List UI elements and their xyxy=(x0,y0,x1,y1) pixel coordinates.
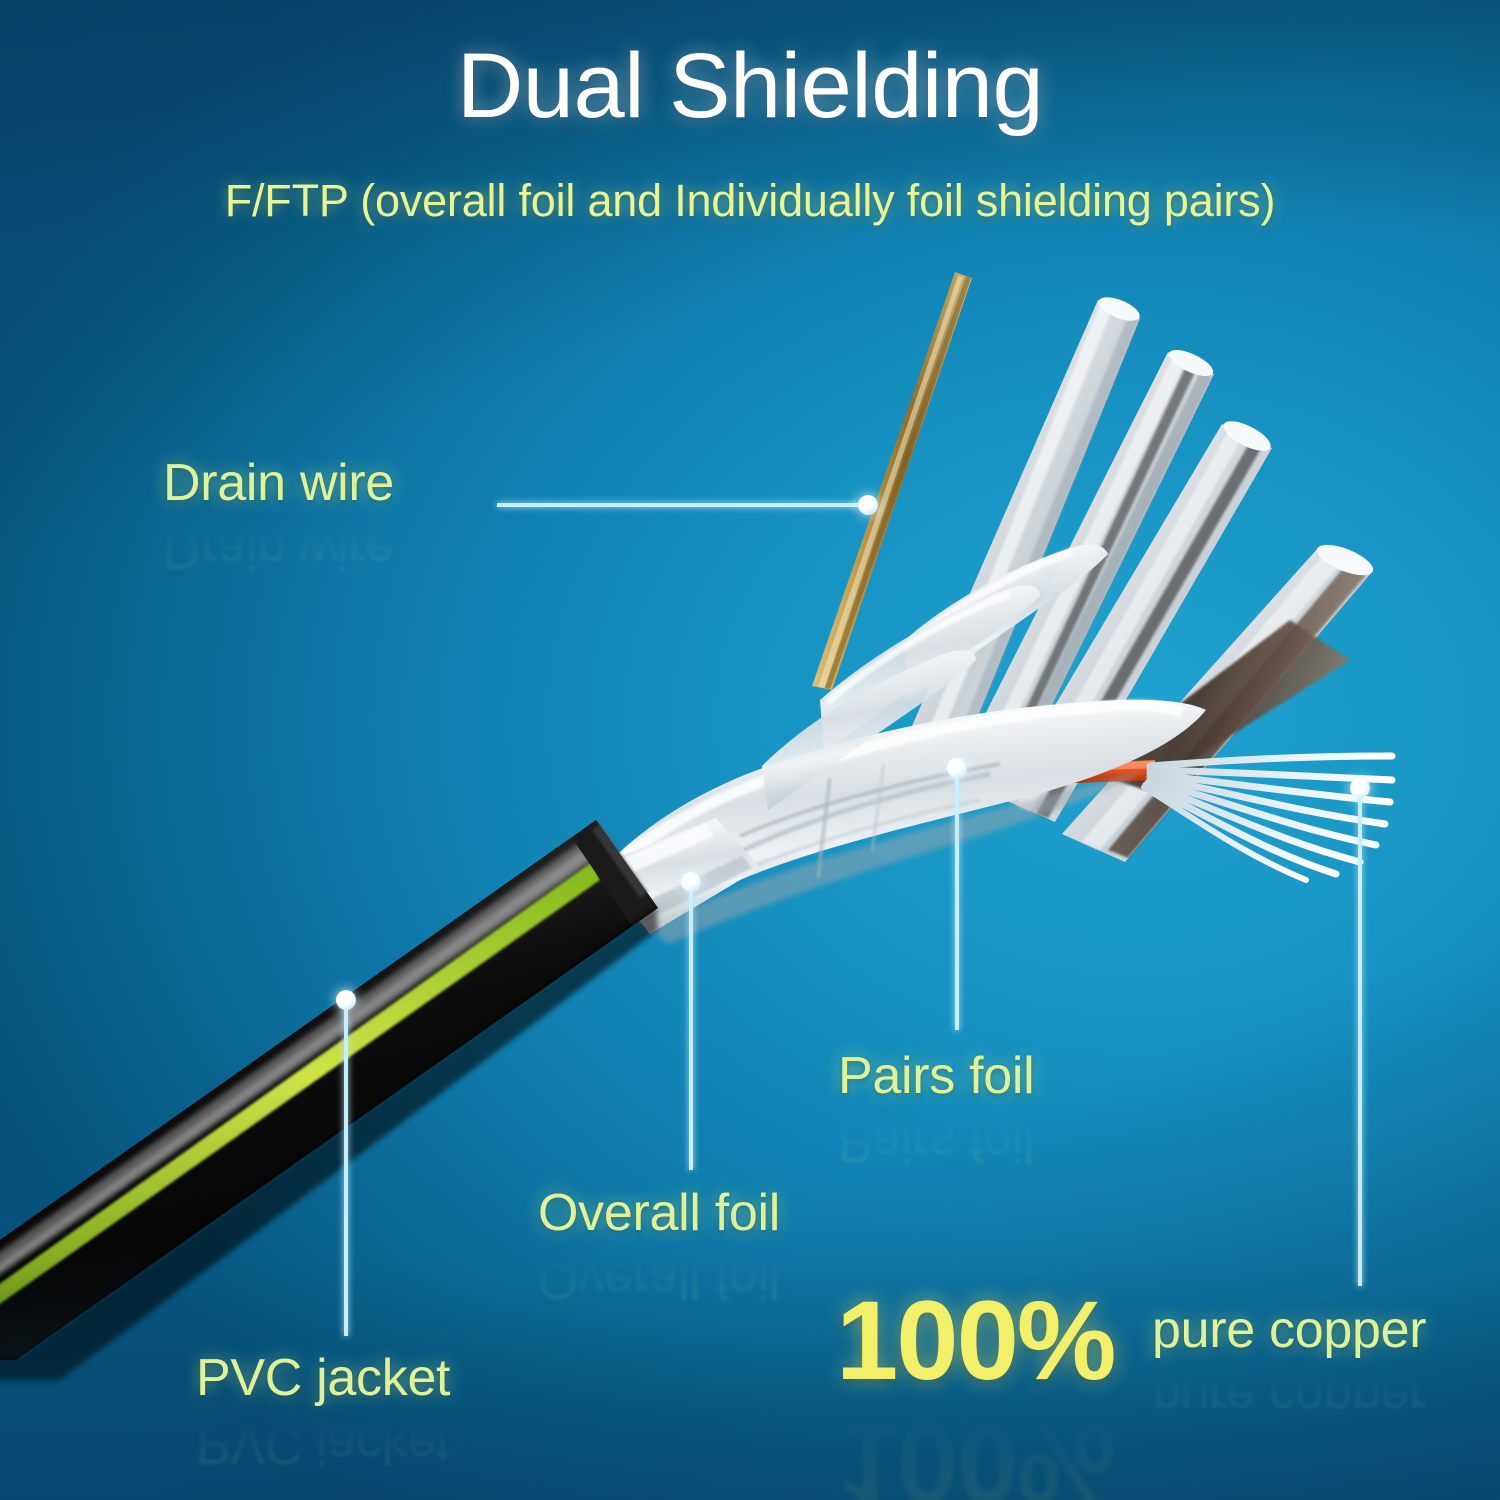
callout-label-pure-copper-reflection: pure copper xyxy=(1152,1368,1427,1426)
callout-label-overall-foil-reflection: Overall foil xyxy=(538,1251,781,1309)
leader-line-overall-foil xyxy=(689,882,693,1170)
callout-label-overall-foil: Overall foil xyxy=(538,1184,781,1242)
callout-label-pvc-jacket: PVC jacket xyxy=(196,1349,451,1407)
leader-dot-pvc-jacket xyxy=(336,990,356,1010)
copper-strands xyxy=(1141,752,1396,883)
leader-line-pure-copper xyxy=(1358,798,1362,1286)
percent-badge: 100% xyxy=(836,1278,1116,1403)
leader-dot-pure-copper xyxy=(1350,778,1370,798)
callout-label-drain-wire-reflection: Drain wire xyxy=(163,521,395,579)
leader-line-pairs-foil xyxy=(955,768,959,1030)
leader-line-pvc-jacket xyxy=(344,1000,348,1336)
page-subtitle: F/FTP (overall foil and Individually foi… xyxy=(224,175,1276,226)
leader-dot-drain-wire xyxy=(858,495,878,515)
leader-line-drain-wire xyxy=(497,503,869,507)
callout-label-pairs-foil-reflection: Pairs foil xyxy=(838,1114,1035,1172)
callout-label-pure-copper: pure copper xyxy=(1152,1301,1427,1359)
callout-label-pvc-jacket-reflection: PVC jacket xyxy=(196,1416,451,1474)
callout-label-drain-wire: Drain wire xyxy=(163,454,395,512)
leader-dot-pairs-foil xyxy=(947,758,967,778)
leader-dot-overall-foil xyxy=(681,872,701,892)
percent-badge-reflection: 100% xyxy=(836,1400,1115,1500)
callout-label-pairs-foil: Pairs foil xyxy=(838,1047,1035,1105)
page-title: Dual Shielding xyxy=(456,35,1044,137)
